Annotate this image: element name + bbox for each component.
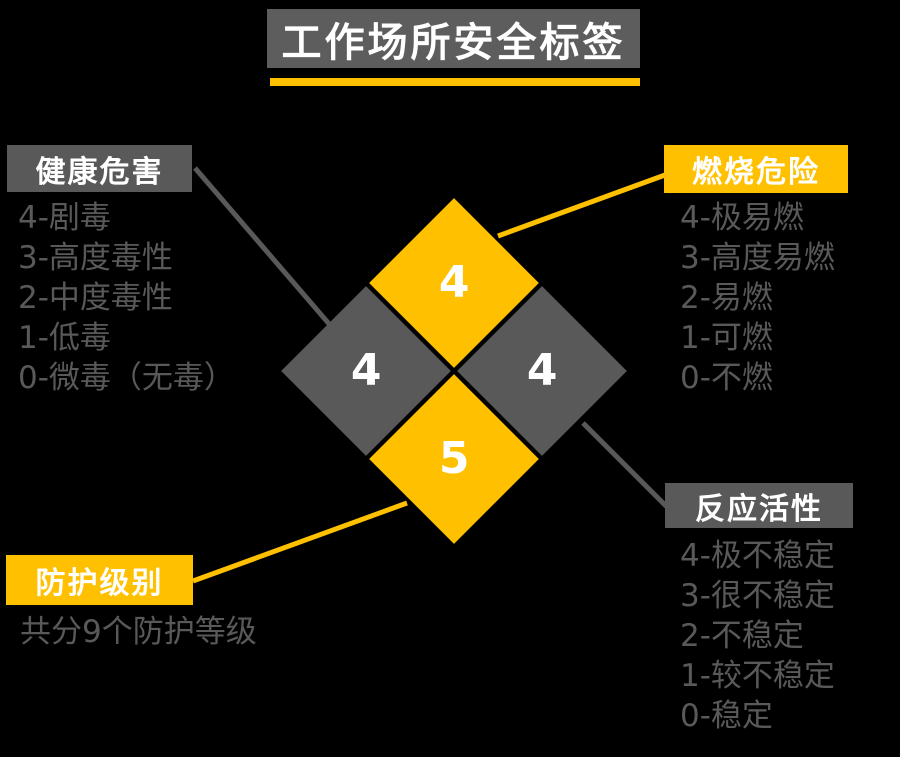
list-item: 1-可燃 bbox=[680, 320, 773, 356]
list-item: 1-低毒 bbox=[18, 320, 111, 356]
protection-header-label: 防护级别 bbox=[35, 566, 164, 601]
reactivity-connector-line bbox=[581, 421, 669, 509]
list-item: 3-很不稳定 bbox=[680, 578, 835, 614]
protection-rating-value: 5 bbox=[438, 433, 470, 484]
health-header: 健康危害 bbox=[7, 145, 192, 192]
health-rating-value: 4 bbox=[350, 345, 382, 396]
protection-header: 防护级别 bbox=[6, 555, 193, 605]
reactivity-header: 反应活性 bbox=[665, 483, 853, 528]
list-item: 0-不燃 bbox=[680, 360, 773, 396]
health-rating-list: 4-剧毒 3-高度毒性 2-中度毒性 1-低毒 0-微毒（无毒） bbox=[18, 198, 235, 398]
list-item: 1-较不稳定 bbox=[680, 658, 835, 694]
fire-rating-value: 4 bbox=[438, 257, 470, 308]
fire-rating-list: 4-极易燃 3-高度易燃 2-易燃 1-可燃 0-不燃 bbox=[680, 198, 835, 398]
title-underline bbox=[270, 78, 640, 86]
list-item: 0-微毒（无毒） bbox=[18, 360, 235, 396]
health-header-label: 健康危害 bbox=[35, 154, 164, 190]
list-item: 2-中度毒性 bbox=[18, 280, 173, 316]
reactivity-rating-value: 4 bbox=[526, 345, 558, 396]
list-item: 4-极易燃 bbox=[680, 200, 804, 236]
list-item: 4-极不稳定 bbox=[680, 538, 835, 574]
protection-note: 共分9个防护等级 bbox=[20, 614, 257, 650]
list-item: 3-高度易燃 bbox=[680, 240, 835, 276]
title-banner: 工作场所安全标签 bbox=[267, 9, 640, 68]
list-item: 4-剧毒 bbox=[18, 200, 111, 236]
fire-connector-line bbox=[497, 172, 666, 239]
reactivity-rating-list: 4-极不稳定 3-很不稳定 2-不稳定 1-较不稳定 0-稳定 bbox=[680, 536, 835, 736]
list-item: 2-易燃 bbox=[680, 280, 773, 316]
list-item: 0-稳定 bbox=[680, 698, 773, 734]
page-title: 工作场所安全标签 bbox=[281, 19, 626, 66]
fire-header-label: 燃烧危险 bbox=[692, 155, 820, 190]
list-item: 2-不稳定 bbox=[680, 618, 804, 654]
reactivity-header-label: 反应活性 bbox=[695, 491, 823, 527]
fire-header: 燃烧危险 bbox=[664, 145, 848, 193]
health-connector-line bbox=[193, 166, 332, 327]
list-item: 3-高度毒性 bbox=[18, 240, 173, 276]
protection-connector-line bbox=[192, 500, 408, 584]
